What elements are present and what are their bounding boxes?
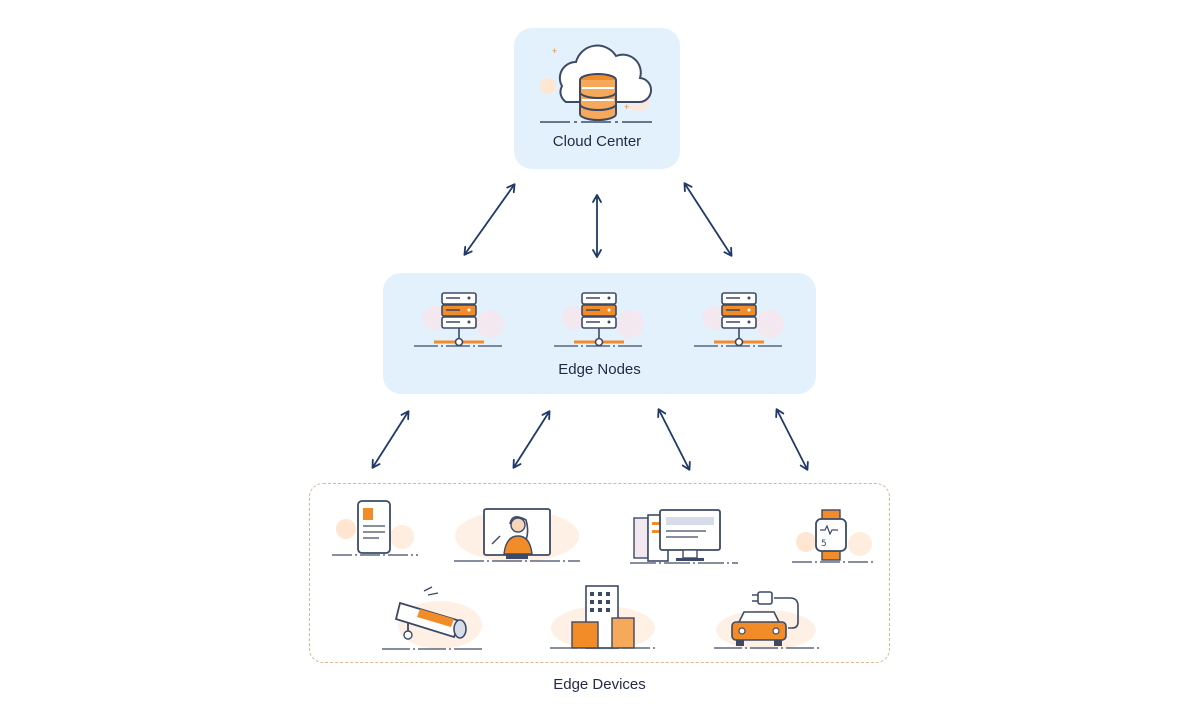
security-camera-icon <box>382 586 483 650</box>
desktop-computer-icon <box>630 509 738 564</box>
video-call-monitor-icon <box>454 508 580 562</box>
smartwatch-icon: 5 <box>792 509 873 563</box>
arrow-edge-device-2 <box>512 410 551 469</box>
arrow-cloud-right <box>683 182 733 257</box>
svg-text:+: + <box>552 46 557 56</box>
svg-text:5: 5 <box>821 539 827 549</box>
arrow-edge-device-4 <box>775 408 809 471</box>
svg-text:+: + <box>624 102 629 112</box>
arrow-edge-device-1 <box>371 410 410 469</box>
arrow-cloud-left <box>463 183 516 256</box>
server-rack-icon <box>694 292 785 347</box>
cloud-database-icon: + + <box>540 44 654 123</box>
edge-devices-group <box>309 483 890 663</box>
edge-nodes-label: Edge Nodes <box>558 361 641 378</box>
server-rack-icon <box>554 292 645 347</box>
office-building-icon <box>550 585 656 650</box>
edge-devices-label: Edge Devices <box>553 676 646 693</box>
arrow-edge-device-3 <box>657 408 691 471</box>
server-rack-icon <box>414 292 505 347</box>
electric-car-icon <box>714 591 820 650</box>
smartphone-icon <box>332 500 418 556</box>
cloud-center-label: Cloud Center <box>552 133 642 150</box>
